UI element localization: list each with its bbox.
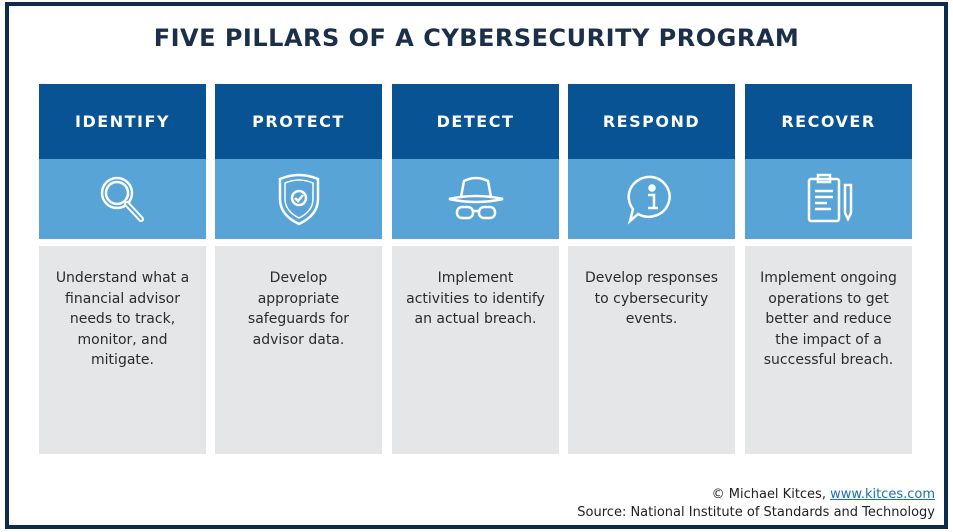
pillar-description: Implement ongoing operations to get bett… <box>745 246 912 454</box>
shield-check-icon <box>278 173 319 226</box>
spy-hat-glasses-icon <box>448 176 503 220</box>
magnifier-icon <box>100 176 144 222</box>
info-speech-bubble-icon <box>627 175 671 225</box>
pillar-header: RESPOND <box>568 84 735 159</box>
copyright-line: © Michael Kitces, www.kitces.com <box>711 487 935 502</box>
pillar-header: DETECT <box>392 84 559 159</box>
pillar-header: RECOVER <box>745 84 912 159</box>
pillar-protect: PROTECT Develop appropriate safeguards f… <box>215 84 382 454</box>
pillar-header: IDENTIFY <box>39 84 206 159</box>
pillar-description: Implement activities to identify an actu… <box>392 246 559 454</box>
pillar-detect: DETECT Implement activities to identify … <box>392 84 559 454</box>
source-note: Source: National Institute of Standards … <box>577 505 935 520</box>
kitces-link[interactable]: www.kitces.com <box>830 487 935 502</box>
pillar-respond: RESPOND Develop responses to cybersecuri… <box>568 84 735 454</box>
pillar-recover: RECOVER Implement ongoing operations to … <box>745 84 912 454</box>
pillar-identify: IDENTIFY Understand what a financial adv… <box>39 84 206 454</box>
pillar-description: Understand what a financial advisor need… <box>39 246 206 454</box>
pillar-header: PROTECT <box>215 84 382 159</box>
clipboard-pen-icon <box>807 173 852 223</box>
page-title: FIVE PILLARS OF A CYBERSECURITY PROGRAM <box>153 24 800 52</box>
pillar-description: Develop appropriate safeguards for advis… <box>215 246 382 454</box>
pillar-description: Develop responses to cybersecurity event… <box>568 246 735 454</box>
